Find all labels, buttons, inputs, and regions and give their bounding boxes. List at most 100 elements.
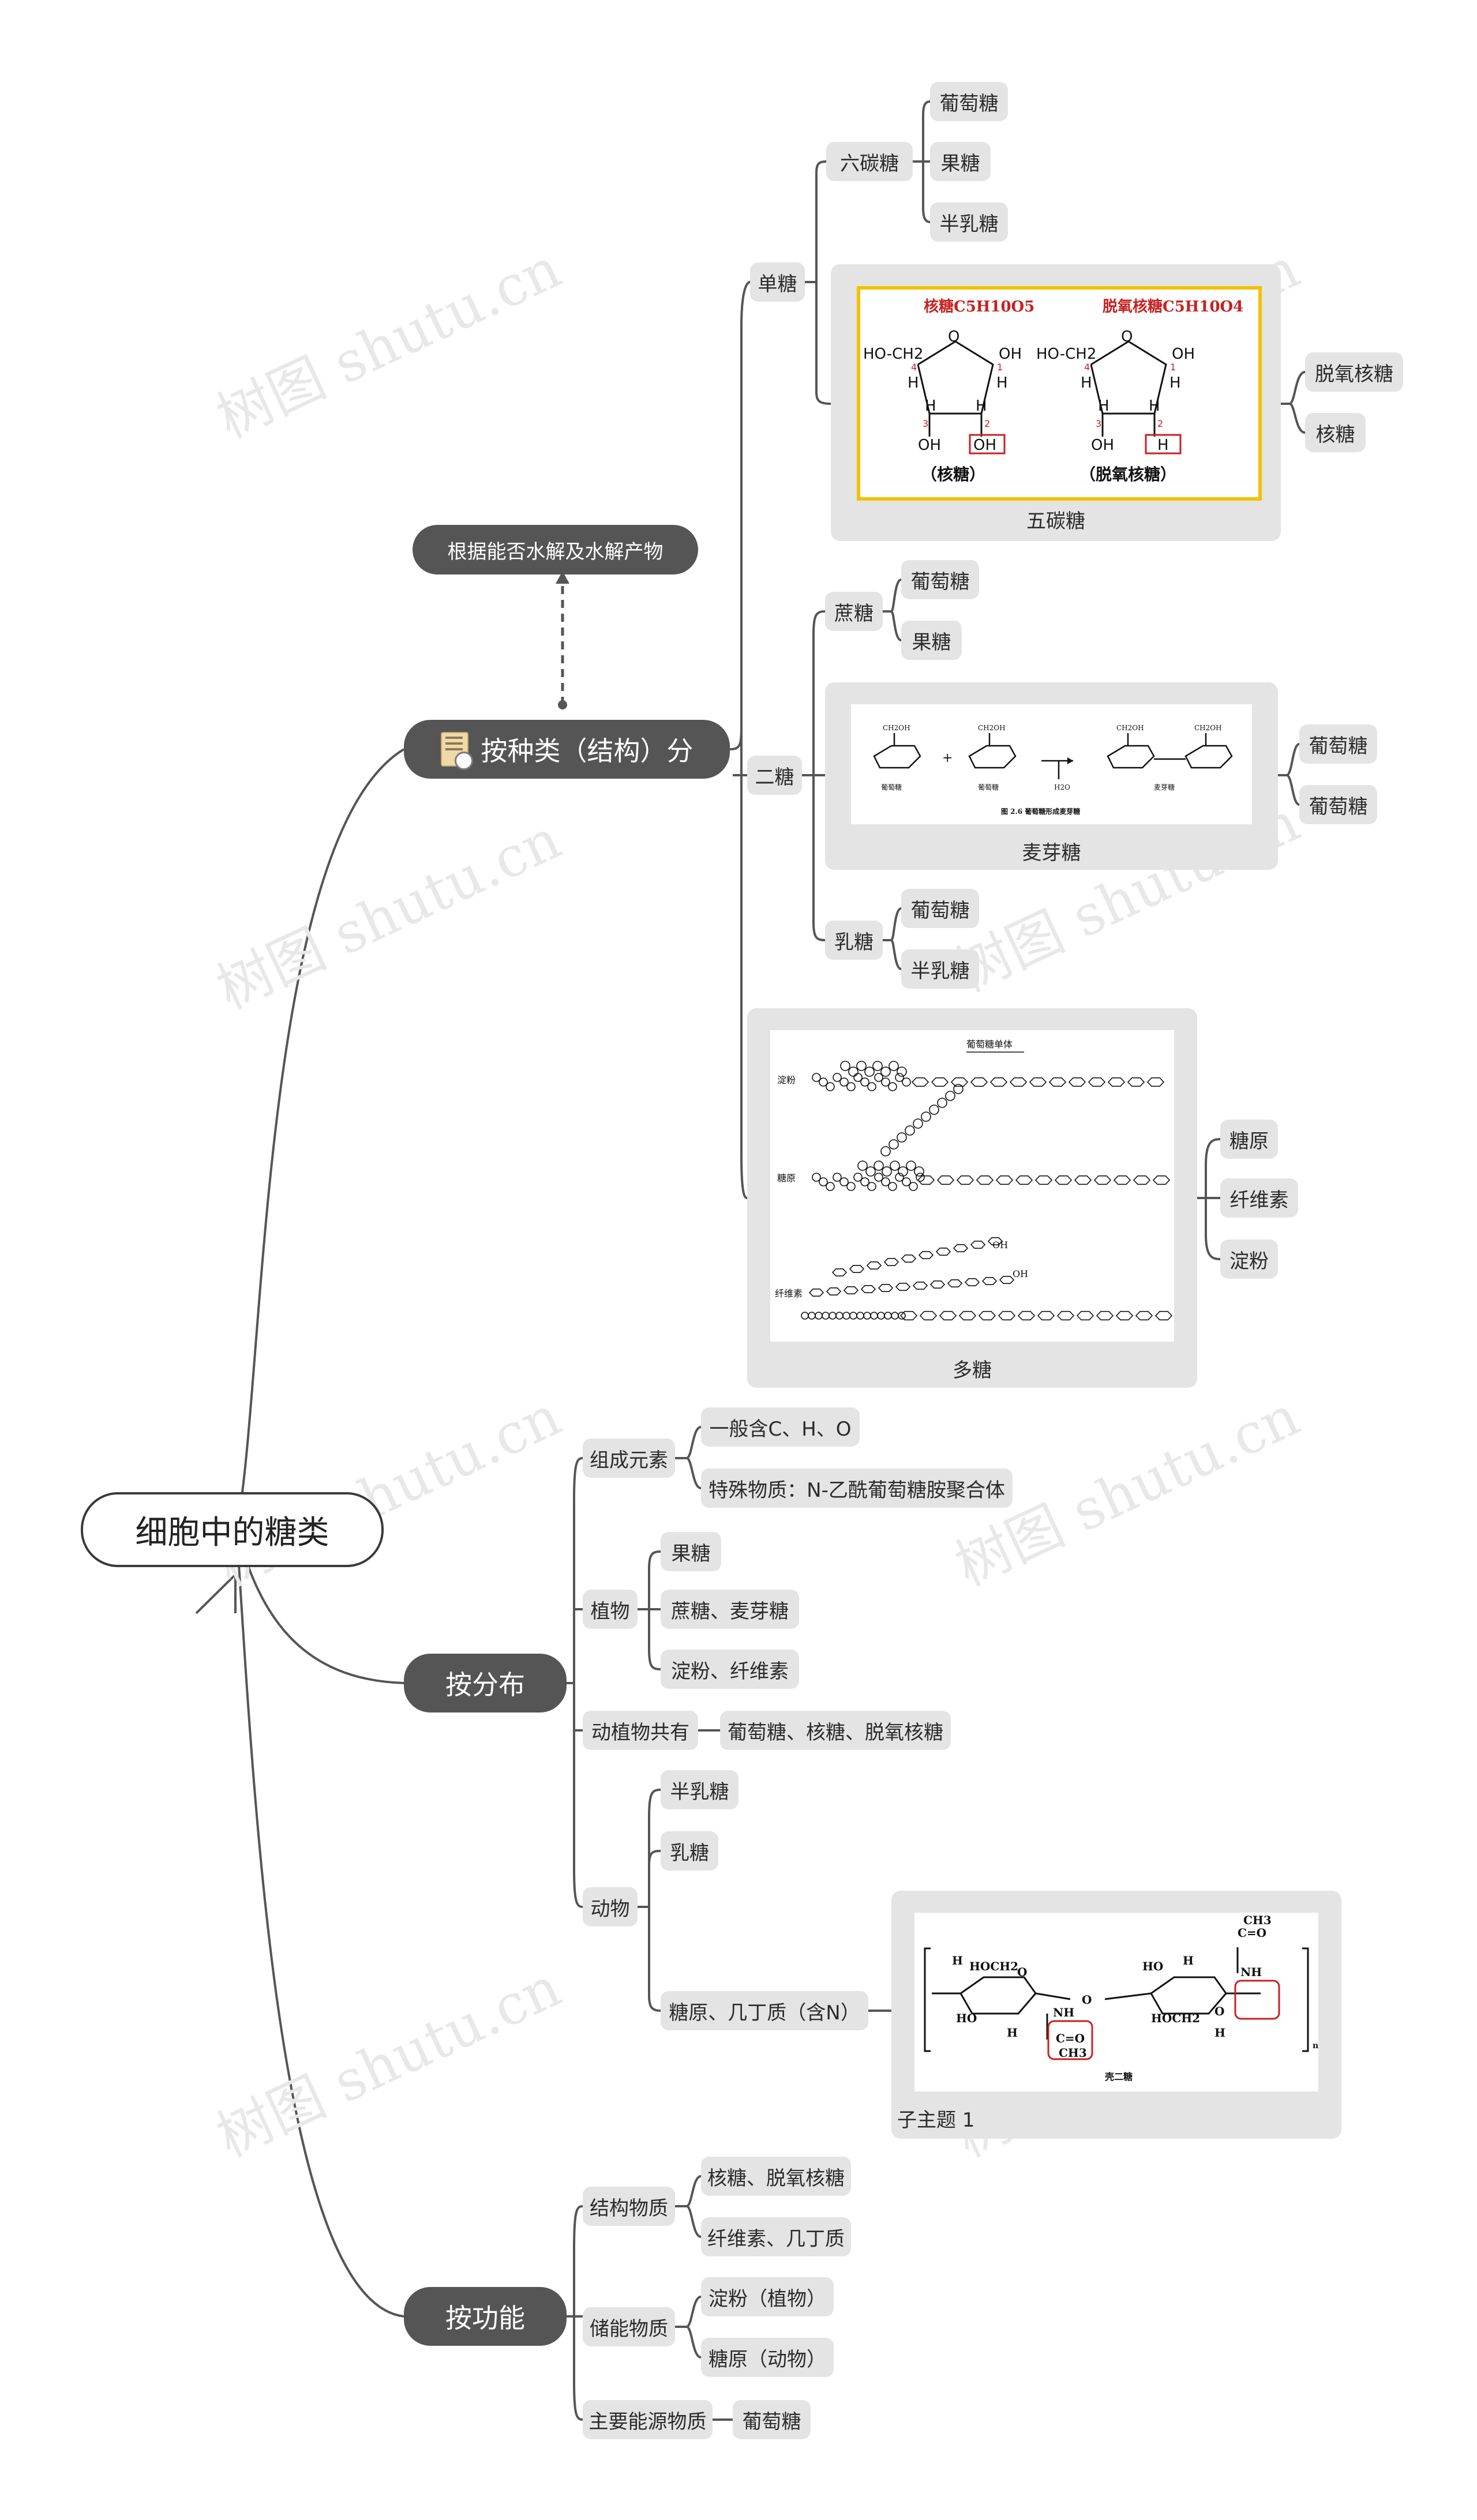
- c-double-bond-o: C=O: [1238, 1926, 1266, 1940]
- glucose-bead: [856, 1061, 867, 1071]
- glucose-bead: [833, 1073, 842, 1082]
- leaf-deoxyribose[interactable]: 脱氧核糖: [1305, 352, 1403, 392]
- leaf-common-sugars[interactable]: 葡萄糖、核糖、脱氧核糖: [720, 1711, 951, 1750]
- leaf-ribose[interactable]: 核糖: [1305, 413, 1366, 452]
- glucose-ring: [826, 1287, 842, 1296]
- leaf-glucose[interactable]: 葡萄糖: [1299, 724, 1377, 764]
- leaf-glucose[interactable]: 葡萄糖: [930, 82, 1008, 121]
- nh: NH: [1240, 1965, 1262, 1979]
- glucose-ring: [931, 1077, 949, 1087]
- oh-highlighted: OH: [973, 437, 996, 454]
- leaf-galactose[interactable]: 半乳糖: [661, 1770, 738, 1809]
- leaf-label: 淀粉: [1229, 1249, 1269, 1273]
- topic-plants-label: 植物: [590, 1599, 630, 1623]
- leaf-fructose[interactable]: 果糖: [930, 142, 991, 181]
- leaf-galactose[interactable]: 半乳糖: [930, 202, 1008, 242]
- glucose-ring: [895, 1282, 911, 1291]
- glucose-bead: [891, 1312, 899, 1320]
- leaf-sucrose-maltose[interactable]: 蔗糖、麦芽糖: [661, 1590, 799, 1629]
- topic-monosaccharide[interactable]: 单糖: [750, 262, 805, 302]
- card-polysaccharide[interactable]: 葡萄糖单体 淀粉 糖原 纤维素 OH OH 多糖: [747, 1008, 1197, 1388]
- glucose-bead: [880, 1146, 891, 1156]
- topic-plants[interactable]: 植物: [583, 1590, 638, 1629]
- carbon-number: 2: [984, 418, 990, 429]
- glucose-bead: [913, 1118, 923, 1129]
- leaf-glycogen[interactable]: 糖原: [1220, 1120, 1278, 1159]
- topic-monosaccharide-label: 单糖: [758, 272, 797, 296]
- glucose-ring: [843, 1286, 859, 1295]
- topic-hexose[interactable]: 六碳糖: [826, 142, 913, 181]
- carbon-number: 1: [1170, 362, 1176, 373]
- topic-common[interactable]: 动植物共有: [583, 1711, 698, 1750]
- polysaccharide-figure: 葡萄糖单体 淀粉 糖原 纤维素 OH OH: [770, 1030, 1174, 1342]
- leaf-glucose[interactable]: 葡萄糖: [1299, 785, 1377, 824]
- leaf-special-substance[interactable]: 特殊物质：N-乙酰葡萄糖胺聚合体: [701, 1469, 1013, 1508]
- oh: OH: [918, 437, 941, 454]
- leaf-starch-cellulose[interactable]: 淀粉、纤维素: [661, 1650, 799, 1689]
- glucose-bead: [882, 1166, 892, 1177]
- glucose-ring: [1115, 1310, 1134, 1321]
- ch3: CH3: [1059, 2046, 1087, 2060]
- card-subtopic[interactable]: HOCH2 HOCH2 HO HO H H H H NH NH C=O C=O …: [891, 1891, 1341, 2139]
- leaf-glycogen-chitin[interactable]: 糖原、几丁质（含N）: [661, 1991, 868, 2030]
- leaf-glucose[interactable]: 葡萄糖: [901, 560, 979, 599]
- glucose-ring: [883, 1257, 899, 1267]
- glucose-bead: [842, 1312, 850, 1320]
- h: H: [908, 374, 919, 392]
- topic-animals[interactable]: 动物: [583, 1887, 638, 1926]
- h: H: [1149, 397, 1160, 415]
- topic-sucrose[interactable]: 蔗糖: [825, 592, 883, 631]
- glucose-ring: [999, 1275, 1015, 1285]
- root-topic[interactable]: 细胞中的糖类: [81, 1492, 384, 1567]
- topic-disaccharide[interactable]: 二糖: [747, 756, 802, 795]
- h: H: [1098, 397, 1109, 415]
- glucose-ring: [1093, 1175, 1112, 1185]
- chitobiose-figure: HOCH2 HOCH2 HO HO H H H H NH NH C=O C=O …: [914, 1913, 1318, 2091]
- glucose-bead: [857, 1161, 868, 1171]
- branch-by-distribution[interactable]: 按分布: [404, 1654, 567, 1712]
- leaf-starch[interactable]: 淀粉: [1220, 1240, 1278, 1279]
- leaf-lactose[interactable]: 乳糖: [661, 1831, 718, 1871]
- c-double-bond-o: C=O: [1056, 2031, 1085, 2045]
- glucose-bead: [819, 1177, 828, 1186]
- oh: OH: [992, 1240, 1008, 1250]
- leaf-cellulose-chitin[interactable]: 纤维素、几丁质: [701, 2217, 851, 2256]
- branch-by-function[interactable]: 按功能: [404, 2287, 567, 2346]
- topic-elements[interactable]: 组成元素: [583, 1439, 675, 1478]
- card-pentose-label: 五碳糖: [1026, 510, 1085, 533]
- nh: NH: [1053, 2006, 1074, 2019]
- glucose-bead: [889, 1139, 899, 1150]
- card-maltose[interactable]: CH2OH CH2OH CH2OH CH2OH + H2O 葡萄糖 葡萄糖 麦芽…: [825, 682, 1278, 870]
- topic-lactose[interactable]: 乳糖: [825, 921, 883, 960]
- note-hydrolysis[interactable]: 根据能否水解及水解产物: [413, 525, 698, 574]
- leaf-galactose[interactable]: 半乳糖: [901, 949, 979, 989]
- topic-storage[interactable]: 储能物质: [583, 2307, 675, 2346]
- glucose-bead: [888, 1082, 897, 1091]
- glucose-bead: [846, 1182, 856, 1191]
- leaf-ribose-deoxyribose[interactable]: 核糖、脱氧核糖: [701, 2157, 851, 2196]
- topic-structural[interactable]: 结构物质: [583, 2187, 675, 2226]
- leaf-cellulose[interactable]: 纤维素: [1220, 1178, 1298, 1218]
- deoxyribose-caption: （脱氧核糖）: [1079, 465, 1176, 484]
- leaf-glycogen-animals[interactable]: 糖原（动物）: [701, 2338, 834, 2377]
- glucose-ring: [1017, 1310, 1036, 1321]
- pentose-figure: 核糖C5H10O5 脱氧核糖C5H10O4 O O: [857, 286, 1262, 501]
- glucose-bead: [916, 1173, 925, 1182]
- leaf-fructose[interactable]: 果糖: [901, 621, 962, 660]
- glucose-ring: [947, 1279, 963, 1288]
- glucose-bead: [872, 1061, 883, 1071]
- leaf-glucose[interactable]: 葡萄糖: [733, 2400, 811, 2439]
- topic-main-energy[interactable]: 主要能源物质: [583, 2400, 713, 2439]
- plus-sign: +: [942, 751, 953, 765]
- leaf-starch-plants[interactable]: 淀粉（植物）: [701, 2277, 834, 2316]
- glucose-bead: [867, 1182, 876, 1191]
- leaf-glucose[interactable]: 葡萄糖: [901, 889, 979, 928]
- leaf-general-elements[interactable]: 一般含C、H、O: [701, 1407, 860, 1447]
- glucose-bead: [897, 1066, 907, 1077]
- glucose-ring: [849, 1264, 865, 1274]
- leaf-fructose[interactable]: 果糖: [661, 1532, 721, 1571]
- card-pentose[interactable]: 核糖C5H10O5 脱氧核糖C5H10O4 O O: [831, 264, 1281, 541]
- glucose-bead: [849, 1312, 857, 1320]
- branch-by-type[interactable]: 按种类（结构）分: [404, 720, 730, 779]
